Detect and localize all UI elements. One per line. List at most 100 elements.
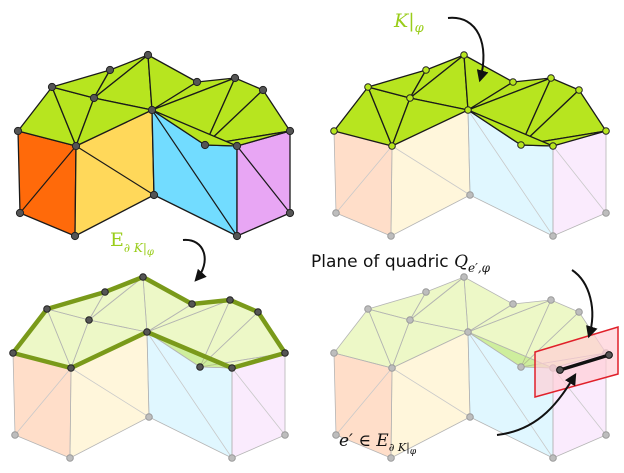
plane-label: Plane of quadric Qe′,φ xyxy=(311,252,491,275)
mesh-vertex xyxy=(602,431,610,439)
mesh-vertex xyxy=(388,364,396,372)
mesh-vertex xyxy=(549,142,557,150)
mesh-vertex xyxy=(226,296,234,304)
mesh-vertex xyxy=(549,232,557,240)
mesh-vertex xyxy=(15,208,25,218)
top-triangle xyxy=(75,97,153,147)
mesh-vertex xyxy=(547,74,555,82)
mesh-vertex xyxy=(200,140,210,150)
mesh-vertex xyxy=(66,454,74,462)
mesh-vertex xyxy=(464,328,472,336)
mesh-vertex xyxy=(388,142,396,150)
mesh-vertex xyxy=(47,82,57,92)
mesh-vertex xyxy=(464,106,472,114)
highlighted-edge xyxy=(558,353,611,372)
face-diagonal xyxy=(75,145,155,196)
curved-arrow-icon xyxy=(496,372,577,436)
face-diagonal xyxy=(236,145,291,214)
boundary-edge xyxy=(255,309,288,356)
mesh-vertex xyxy=(364,83,372,91)
mesh-vertex xyxy=(70,231,80,241)
mesh-vertex xyxy=(89,93,99,103)
mesh-vertex xyxy=(281,431,289,439)
mesh-vertex xyxy=(232,231,242,241)
boundary-edge xyxy=(227,297,261,315)
face-diagonal xyxy=(391,145,471,196)
mesh-vertex xyxy=(575,86,583,94)
mesh-vertex xyxy=(387,232,395,240)
panel-full-mesh xyxy=(13,50,295,241)
boundary-edge xyxy=(68,329,150,371)
side-face xyxy=(17,130,77,237)
mesh-vertex xyxy=(387,454,395,462)
mesh-vertex xyxy=(149,190,159,200)
face-diagonal xyxy=(335,367,393,436)
mesh-vertex xyxy=(517,141,525,149)
mesh-vertex xyxy=(192,77,202,87)
mesh-vertex xyxy=(281,349,289,357)
edge-endpoint xyxy=(556,366,564,374)
mesh-vertex xyxy=(509,300,517,308)
edge-endpoint xyxy=(605,351,613,359)
edge-member-label: e′ ∈ E∂ K|φ xyxy=(339,431,417,457)
face-diagonal xyxy=(391,367,471,418)
mesh-vertex xyxy=(575,308,583,316)
mesh-vertex xyxy=(43,305,51,313)
mesh-vertex xyxy=(101,288,109,296)
top-triangle xyxy=(391,97,469,147)
mesh-vertex xyxy=(285,208,295,218)
side-face xyxy=(236,130,291,237)
mesh-vertex xyxy=(258,85,268,95)
mesh-vertex xyxy=(509,78,517,86)
mesh-vertex xyxy=(466,413,474,421)
boundary-edge xyxy=(10,350,74,371)
mesh-vertex xyxy=(364,305,372,313)
boundary-edge xyxy=(102,274,146,295)
mesh-vertex xyxy=(406,316,414,324)
mesh-vertex xyxy=(228,454,236,462)
boundary-edge xyxy=(229,350,288,371)
mesh-vertex xyxy=(466,191,474,199)
mesh-vertex xyxy=(517,363,525,371)
face-diagonal xyxy=(231,367,286,436)
mesh-vertex xyxy=(139,273,147,281)
face-diagonal xyxy=(552,145,607,214)
mesh-vertex xyxy=(105,65,115,75)
mesh-vertex xyxy=(71,141,81,151)
boundary-edge xyxy=(140,274,195,307)
face-diagonal xyxy=(70,367,150,418)
face-diagonal xyxy=(467,109,554,237)
mesh-vertex xyxy=(422,288,430,296)
mesh-vertex xyxy=(406,94,414,102)
mesh-vertex xyxy=(145,413,153,421)
mesh-vertex xyxy=(143,50,153,60)
mesh-vertex xyxy=(460,273,468,281)
mesh-vertex xyxy=(188,300,196,308)
boundary-edges-label: E∂ K|φ xyxy=(110,229,154,258)
k-phi-label: K|φ xyxy=(393,10,425,36)
mesh-vertex xyxy=(549,454,557,462)
mesh-vertex xyxy=(85,316,93,324)
boundary-edge xyxy=(189,297,233,307)
mesh-vertex xyxy=(13,126,23,136)
face-diagonal xyxy=(14,367,72,436)
mesh-vertex xyxy=(330,127,338,135)
side-face xyxy=(552,130,607,237)
mesh-vertex xyxy=(11,431,19,439)
panel-boundary-edges xyxy=(9,273,289,462)
mesh-vertex xyxy=(230,73,240,83)
top-triangle xyxy=(391,319,469,369)
top-triangle xyxy=(467,109,554,147)
face-diagonal xyxy=(19,145,77,214)
face-diagonal xyxy=(151,109,238,237)
panel-k-phi xyxy=(330,51,610,240)
side-face xyxy=(12,352,72,459)
mesh-vertex xyxy=(547,296,555,304)
mesh-vertex xyxy=(332,209,340,217)
top-triangle xyxy=(151,109,238,147)
mesh-vertex xyxy=(602,127,610,135)
face-diagonal xyxy=(146,331,233,459)
mesh-vertex xyxy=(228,364,236,372)
face-diagonal xyxy=(335,145,393,214)
